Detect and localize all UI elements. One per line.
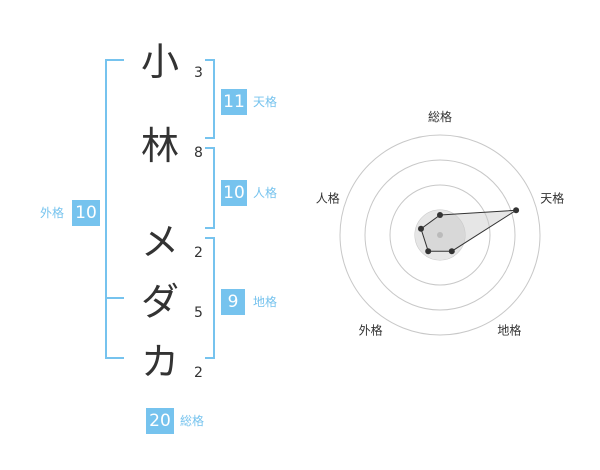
jinkaku-bracket: [205, 147, 215, 229]
radar-point-2: [513, 207, 520, 214]
name-char-2: 林: [140, 124, 179, 168]
jinkaku-value: 10: [221, 180, 247, 206]
chikaku-bracket: [205, 237, 215, 359]
radar-point-1: [437, 212, 443, 218]
radar-axis-label-4: 外格: [359, 323, 383, 338]
gaikaku-value: 10: [72, 200, 100, 226]
radar-axis-label-3: 地格: [497, 323, 521, 338]
soukaku-label: 総格: [180, 414, 205, 428]
soukaku-value: 20: [146, 408, 174, 434]
name-char-3: メ: [140, 220, 179, 264]
radar-axis-label-5: 人格: [316, 191, 340, 206]
radar-ring-2: [389, 184, 491, 286]
chikaku-value: 9: [221, 289, 245, 315]
radar-center-dot: [437, 232, 443, 238]
stroke-count-3: 2: [194, 245, 203, 261]
radar-axis-label-1: 総格: [428, 110, 452, 124]
tenkaku-value: 11: [221, 89, 247, 115]
stroke-count-5: 2: [194, 365, 203, 381]
chikaku-label: 地格: [253, 295, 278, 309]
radar-ring-3: [364, 159, 516, 311]
stroke-count-2: 8: [194, 145, 203, 161]
name-char-1: 小: [140, 40, 179, 84]
radar-data-polygon: [420, 209, 517, 252]
tenkaku-bracket: [205, 59, 215, 139]
tenkaku-label: 天格: [253, 95, 278, 109]
stroke-count-1: 3: [194, 65, 203, 81]
radar-axis-label-2: 天格: [540, 191, 564, 206]
radar-ring-4: [339, 134, 541, 336]
radar-point-4: [425, 248, 432, 255]
name-char-5: カ: [140, 340, 179, 384]
gaikaku-bracket: [105, 59, 124, 359]
stroke-count-4: 5: [194, 305, 203, 321]
radar-point-3: [448, 248, 455, 255]
gaikaku-label: 外格: [40, 206, 65, 220]
radar-point-5: [418, 225, 424, 232]
name-char-4: ダ: [140, 280, 179, 324]
jinkaku-label: 人格: [253, 186, 278, 200]
